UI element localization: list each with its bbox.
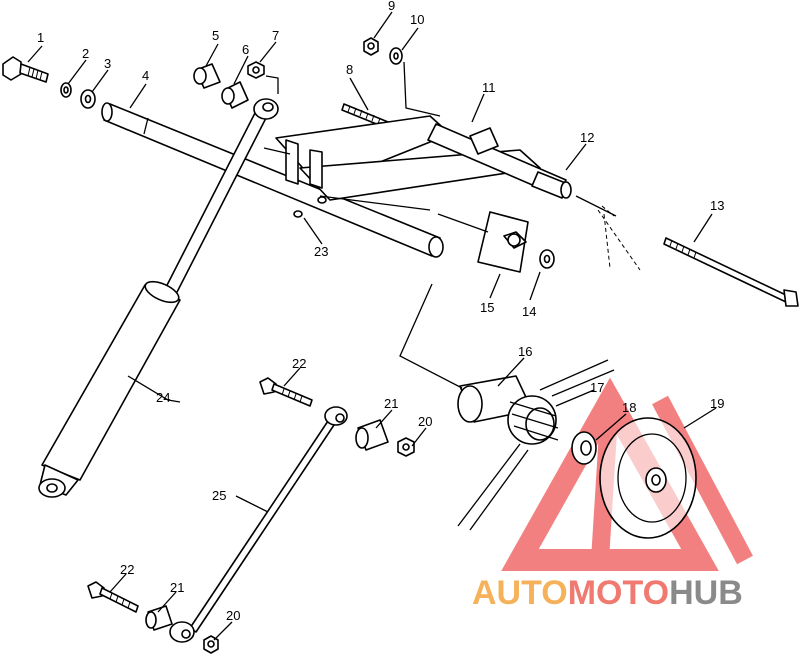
callout-6: 6 xyxy=(242,42,249,57)
part-1-bolt xyxy=(2,56,49,83)
watermark-auto: AUTO xyxy=(472,574,568,612)
part-6-bushing xyxy=(221,81,249,109)
callout-1: 1 xyxy=(37,30,44,45)
callout-9: 9 xyxy=(388,0,395,13)
part-7-nut xyxy=(247,61,265,79)
callout-16: 16 xyxy=(518,344,532,359)
callout-5: 5 xyxy=(212,28,219,43)
watermark-hub: HUB xyxy=(669,574,743,612)
watermark-moto: MOTO xyxy=(568,574,669,612)
callout-18: 18 xyxy=(622,400,636,415)
callout-17: 17 xyxy=(590,380,604,395)
part-2-washer xyxy=(60,82,72,98)
part-5-bushing xyxy=(193,63,221,89)
part-19-wheel xyxy=(599,417,697,539)
callout-10: 10 xyxy=(410,12,424,27)
callout-22-lower: 22 xyxy=(120,562,134,577)
part-21-spacer-lower xyxy=(145,605,173,631)
part-21-spacer-upper xyxy=(355,419,389,451)
callout-labels: 1 2 3 4 5 6 7 8 9 10 11 12 13 14 15 16 1… xyxy=(37,0,724,623)
part-11-arm xyxy=(275,115,567,211)
callout-7: 7 xyxy=(272,28,279,43)
part-14-washer xyxy=(539,249,555,269)
callout-21-upper: 21 xyxy=(384,396,398,411)
part-25-link xyxy=(169,406,348,643)
callout-20-lower: 20 xyxy=(226,608,240,623)
callout-23: 23 xyxy=(314,244,328,259)
callout-13: 13 xyxy=(710,198,724,213)
part-22-bolt-upper xyxy=(259,377,313,407)
part-10-washer xyxy=(389,47,403,65)
callout-24: 24 xyxy=(156,390,170,405)
callout-11: 11 xyxy=(482,80,496,95)
callout-4: 4 xyxy=(142,68,149,83)
part-15-block xyxy=(477,211,529,273)
callout-14: 14 xyxy=(522,304,536,319)
part-22-bolt-lower xyxy=(87,581,139,613)
callout-25: 25 xyxy=(212,488,226,503)
part-23-fitting xyxy=(293,196,327,218)
callout-22-upper: 22 xyxy=(292,356,306,371)
callout-15: 15 xyxy=(480,300,494,315)
callout-12: 12 xyxy=(580,130,594,145)
part-3-washer xyxy=(80,89,96,109)
callout-2: 2 xyxy=(82,46,89,61)
callout-21-lower: 21 xyxy=(170,580,184,595)
part-17-spring xyxy=(457,359,615,531)
part-13-bolt xyxy=(663,237,799,307)
callout-20-upper: 20 xyxy=(418,414,432,429)
callout-8: 8 xyxy=(346,62,353,77)
watermark-wordmark: AUTOMOTOHUB xyxy=(472,574,743,612)
part-20-nut-upper xyxy=(397,437,415,457)
part-12-sleeve xyxy=(531,171,572,199)
part-9-nut xyxy=(363,37,379,56)
part-18-washer xyxy=(571,431,597,465)
leader-lines xyxy=(27,11,717,641)
callout-19: 19 xyxy=(710,396,724,411)
part-24-shock xyxy=(38,98,279,498)
callout-3: 3 xyxy=(104,56,111,71)
